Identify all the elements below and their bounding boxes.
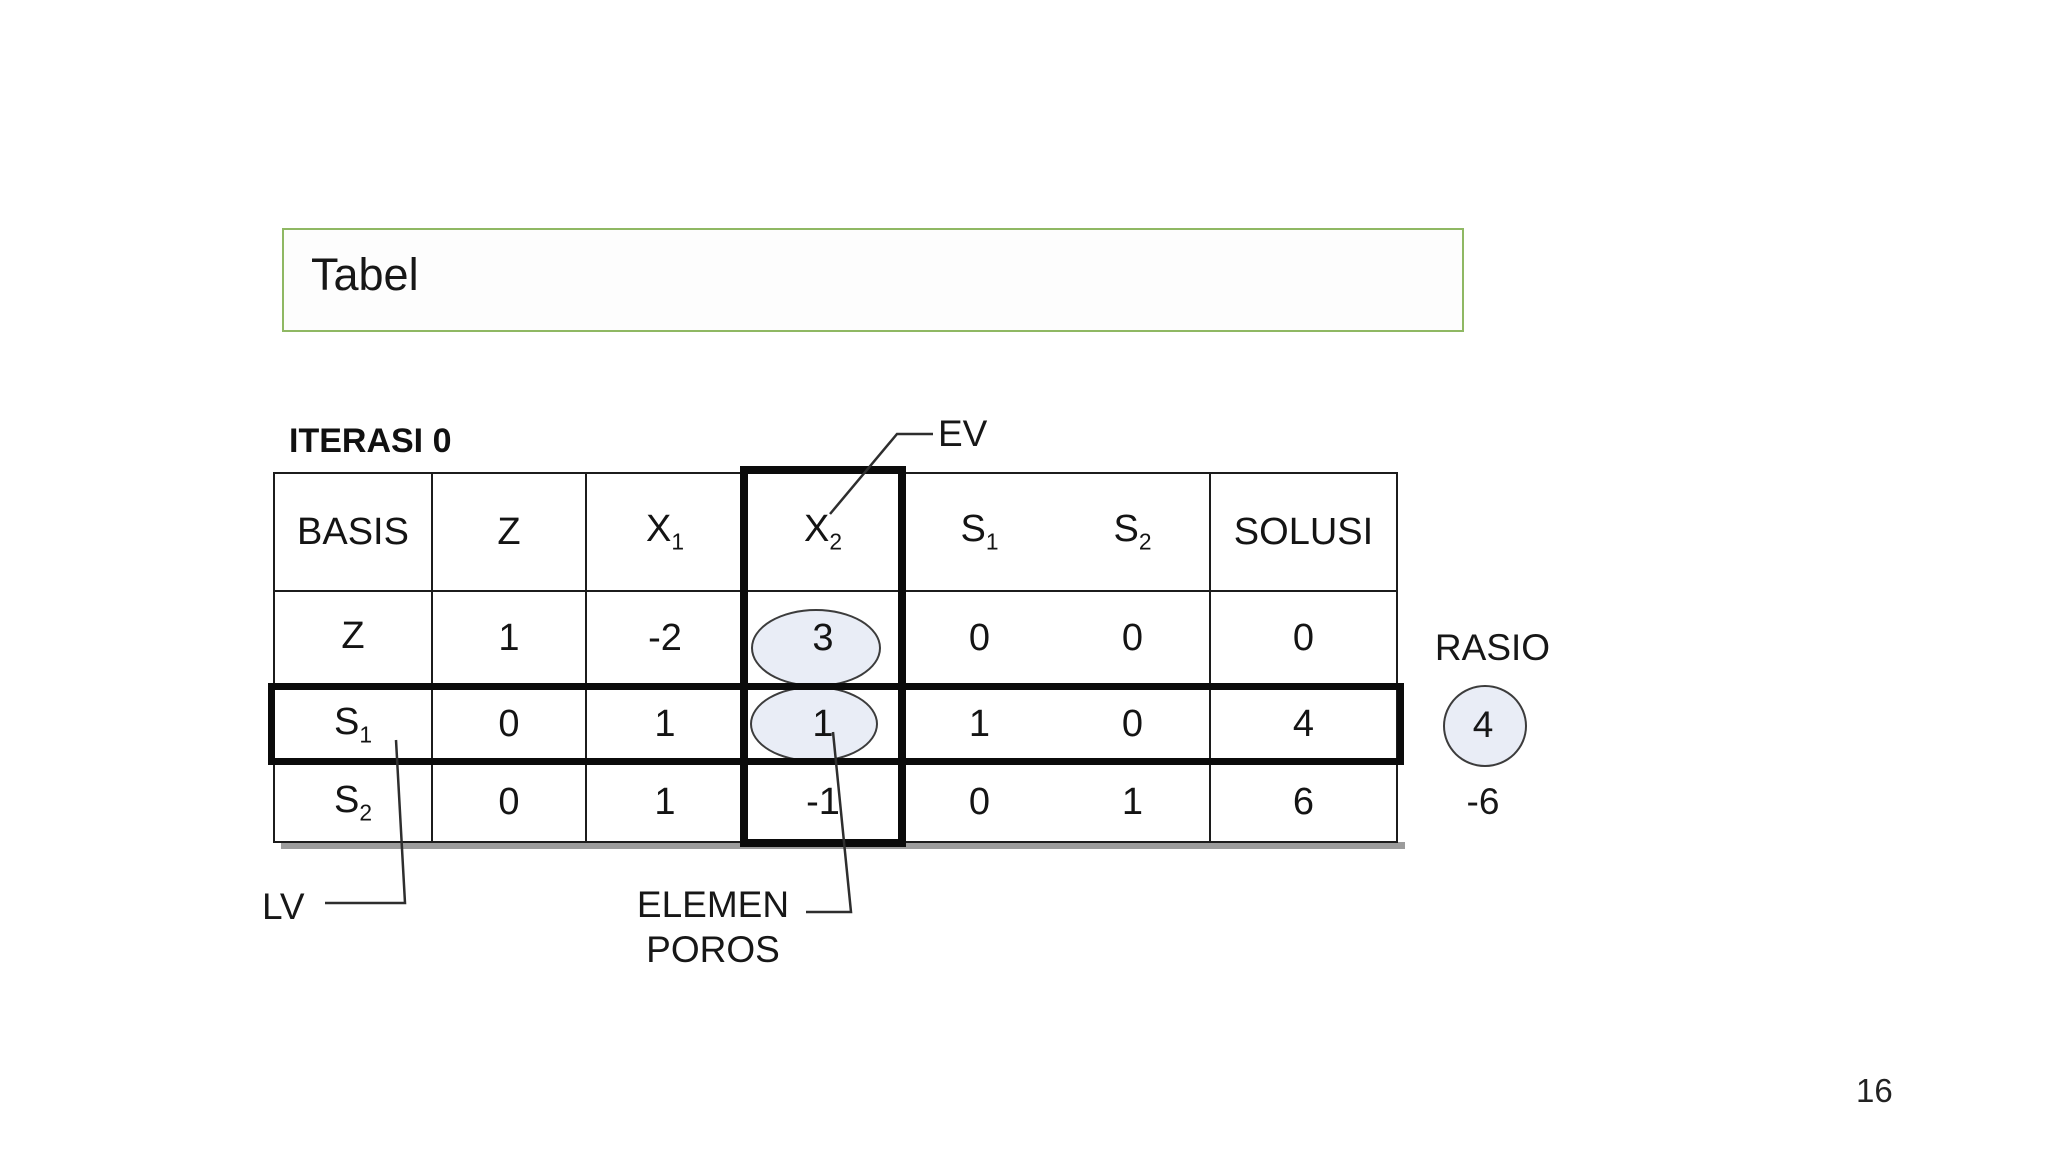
header-z: Z xyxy=(431,472,587,592)
header-s1-s2: S1 S2 xyxy=(901,472,1211,592)
cell-x1: 1 xyxy=(585,762,745,843)
table-header-row: BASIS Z X1 X2 S1 S2 SOLUSI xyxy=(273,472,1398,592)
cell-z: 0 xyxy=(431,685,587,764)
iteration-heading: ITERASI 0 xyxy=(289,422,452,460)
cell-s1-s2: 0 1 xyxy=(901,762,1211,843)
header-solusi: SOLUSI xyxy=(1209,472,1398,592)
page-number: 16 xyxy=(1856,1072,1893,1109)
cell-basis: S1 xyxy=(273,685,433,764)
cell-solusi: 6 xyxy=(1209,762,1398,843)
min-ratio-ellipse xyxy=(1443,685,1527,767)
header-x1: X1 xyxy=(585,472,745,592)
cell-basis: Z xyxy=(273,590,433,687)
ev-label: EV xyxy=(938,413,988,454)
cell-z: 0 xyxy=(431,762,587,843)
lv-label: LV xyxy=(262,886,305,927)
cell-x1: -2 xyxy=(585,590,745,687)
entering-variable-column-box xyxy=(740,466,906,847)
leaving-variable-row-box xyxy=(268,683,1404,765)
table-row-z: Z 1 -2 3 0 0 0 xyxy=(273,590,1398,687)
cell-z: 1 xyxy=(431,590,587,687)
rasio-value-s1: 4 xyxy=(1472,704,1494,745)
pivot-label-line2: POROS xyxy=(646,929,780,970)
slide-title-box: Tabel xyxy=(282,228,1464,332)
pivot-element-label: ELEMEN POROS xyxy=(608,882,818,972)
pivot-label-line1: ELEMEN xyxy=(636,884,790,925)
cell-basis: S2 xyxy=(273,762,433,843)
cell-x2: 3 xyxy=(743,590,903,687)
rasio-heading: RASIO xyxy=(1434,627,1551,668)
header-basis: BASIS xyxy=(273,472,433,592)
cell-s1-s2: 0 0 xyxy=(901,590,1211,687)
cell-solusi: 0 xyxy=(1209,590,1398,687)
slide-title: Tabel xyxy=(311,249,419,300)
table-row-s1: S1 0 1 1 1 0 4 xyxy=(273,685,1398,764)
rasio-value-s2: -6 xyxy=(1466,781,1500,822)
